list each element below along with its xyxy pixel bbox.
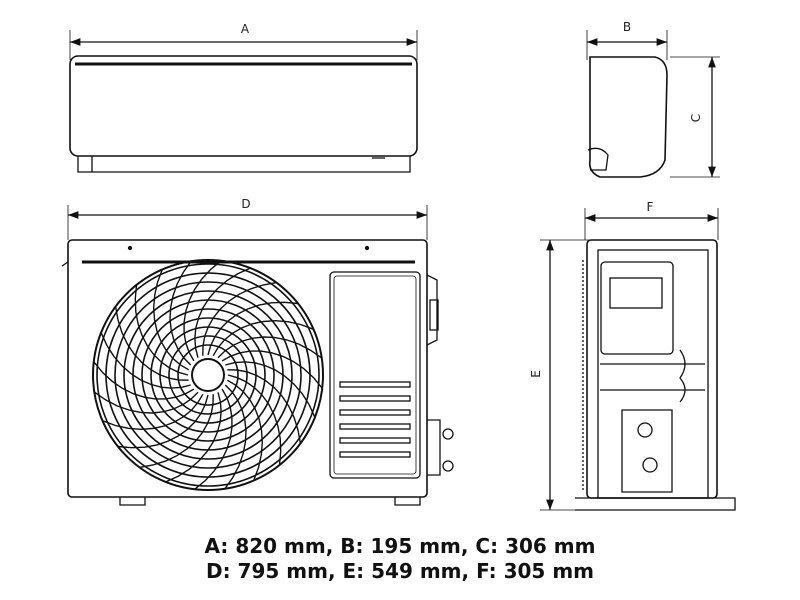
- dimensions-line-2: D: 795 mm, E: 549 mm, F: 305 mm: [205, 559, 594, 583]
- fan-blade-spoke: [194, 267, 251, 358]
- label-f: F: [647, 200, 654, 214]
- fan-grille-ring: [96, 263, 320, 487]
- fan-blade-spoke: [165, 392, 222, 483]
- fan-hub: [191, 358, 225, 392]
- label-c: C: [689, 114, 703, 122]
- label-d: D: [241, 197, 250, 211]
- indoor-unit-front: A: [69, 22, 418, 173]
- fan-blade-spoke: [221, 350, 323, 389]
- louver-slot: [339, 437, 411, 444]
- fan-blade-spoke: [227, 369, 302, 444]
- fan-blade-spoke: [212, 319, 314, 357]
- louver-slot: [339, 423, 411, 430]
- fan-blade-spoke: [227, 374, 282, 466]
- fan-blade-spoke: [217, 336, 323, 359]
- fan-blade-spoke: [226, 379, 264, 481]
- fan-blade-spoke: [152, 269, 190, 371]
- fan-blade-spoke: [169, 260, 192, 366]
- fan-blade-spoke: [93, 391, 199, 414]
- label-a: A: [241, 22, 250, 36]
- label-b: B: [623, 20, 631, 34]
- fan-grille-ring: [141, 308, 275, 442]
- fan-blade-spoke: [225, 361, 316, 418]
- dimensions-line-1: A: 820 mm, B: 195 mm, C: 306 mm: [204, 534, 596, 558]
- outdoor-unit-side: F E: [529, 200, 736, 511]
- fan-blade-spoke: [100, 332, 191, 389]
- fan-blade-spoke: [224, 384, 247, 490]
- fan-blade-spoke: [102, 393, 204, 431]
- louver-slot: [339, 409, 411, 416]
- fan-blade-spoke: [134, 284, 189, 376]
- fan-blade-spoke: [202, 281, 277, 356]
- indoor-unit-side: B C: [586, 20, 720, 178]
- panel-louvers: [339, 381, 411, 458]
- fan-grille-ring: [150, 317, 266, 433]
- label-e: E: [529, 370, 543, 378]
- outdoor-unit-front: D: [61, 197, 454, 506]
- louver-slot: [339, 381, 411, 388]
- fan-blade-spoke: [183, 260, 222, 362]
- fan-blade-spoke: [114, 306, 189, 381]
- fan-outer-ring: [92, 259, 324, 491]
- fan-grille-ring: [177, 344, 239, 406]
- fan-grille-ring: [114, 281, 302, 469]
- fan-blade-spoke: [139, 394, 214, 469]
- fan-blade-spoke: [117, 394, 209, 449]
- fan-blade-spoke: [194, 388, 233, 490]
- fan-grille-ring: [123, 290, 293, 460]
- fan-blade-spoke: [207, 301, 299, 356]
- fan-blade-spoke: [93, 361, 195, 400]
- fan-grille: [92, 259, 324, 491]
- louver-slot: [339, 395, 411, 402]
- fan-grille-ring: [168, 335, 248, 415]
- louver-slot: [339, 451, 411, 458]
